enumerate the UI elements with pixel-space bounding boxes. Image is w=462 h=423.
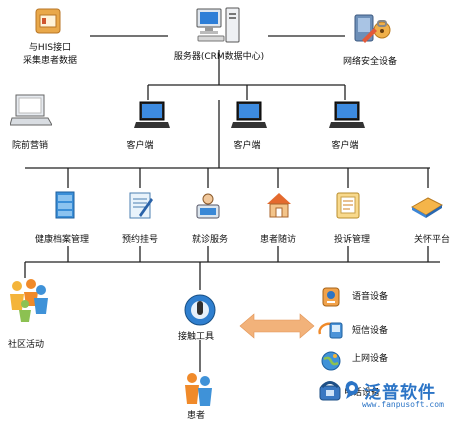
client-laptop-icon [329,101,365,128]
client2-label: 客户端 [233,141,261,151]
patient-icon [185,373,212,406]
client-laptop-icon [134,101,170,128]
security-label: 网络安全设备 [342,57,398,67]
clipboard-icon [129,192,153,219]
double-arrow-icon [239,313,315,339]
lock-icon [354,14,391,43]
brand-name: 泛普软件 [364,383,436,403]
health-label: 健康档案管理 [34,235,90,245]
globe-icon [321,351,341,371]
appoint-label: 预约挂号 [121,235,159,245]
contact-label: 接触工具 [177,332,215,342]
visit-label: 就诊服务 [191,235,229,245]
service-desk-icon [196,193,220,219]
web-label: 上网设备 [352,354,389,364]
client-laptop-icon [231,101,267,128]
phone-label: 电话设备 [344,388,381,398]
people-group-icon [10,279,48,322]
voice-device-icon [322,287,340,307]
community-label: 社区活动 [8,340,45,350]
phone-icon [319,381,341,401]
his-interface-icon [35,8,61,34]
voice-label: 语音设备 [352,292,389,302]
server-label: 服务器(CRM数据中心) [173,52,265,62]
laptop-icon [10,94,52,126]
client1-label: 客户端 [126,141,154,151]
brand-url: www.fanpusoft.com [362,400,444,409]
contact-tool-icon [184,294,216,326]
patient-label: 患者 [186,411,206,421]
sms-device-icon [318,322,343,339]
preop-label: 院前营销 [11,141,49,151]
client3-label: 客户端 [331,141,359,151]
sms-label: 短信设备 [352,326,389,336]
care-label: 关怀平台 [413,235,451,245]
followup-label: 患者随访 [259,235,297,245]
document-icon [336,192,360,219]
server-icon [196,7,240,43]
brand-logo-icon [345,381,359,399]
file-cabinet-icon [55,191,75,219]
his-label-line2: 采集患者数据 [22,56,78,66]
his-label-line1: 与HIS接口 [28,43,72,53]
house-icon [267,193,291,218]
envelope-icon [410,197,444,218]
complaint-label: 投诉管理 [333,235,371,245]
